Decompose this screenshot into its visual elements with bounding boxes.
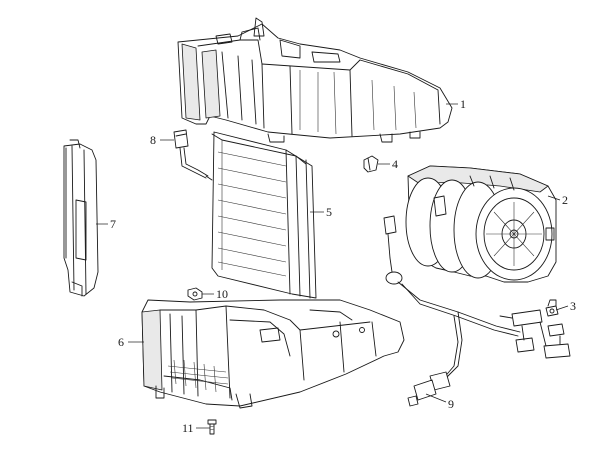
callout-1: 1: [460, 97, 466, 111]
filter-element-part: [211, 131, 317, 299]
callout-11: 11: [182, 421, 194, 435]
screw-part-11: [207, 419, 217, 435]
callout-8: 8: [150, 133, 156, 147]
sensor-part-8: [173, 129, 213, 181]
callout-10: 10: [216, 287, 228, 301]
callout-4: 4: [392, 157, 398, 171]
callout-6: 6: [118, 335, 124, 349]
leader-lines: [96, 103, 569, 429]
callout-2: 2: [562, 193, 568, 207]
fitting-part-3: [545, 299, 559, 317]
callout-labels: 1 2 3 4 5 6 7 8 9 10 11: [110, 97, 576, 435]
blower-unit-part: [405, 165, 557, 283]
lower-housing-part: [141, 299, 405, 409]
side-bracket-part: [63, 139, 99, 297]
callout-9: 9: [448, 397, 454, 411]
callout-5: 5: [326, 205, 332, 219]
nut-part-10: [187, 287, 203, 301]
wire-harness-part: [383, 215, 571, 407]
callout-7: 7: [110, 217, 116, 231]
clip-part-4: [363, 155, 379, 173]
callout-3: 3: [570, 299, 576, 313]
upper-housing-part: [177, 17, 453, 143]
